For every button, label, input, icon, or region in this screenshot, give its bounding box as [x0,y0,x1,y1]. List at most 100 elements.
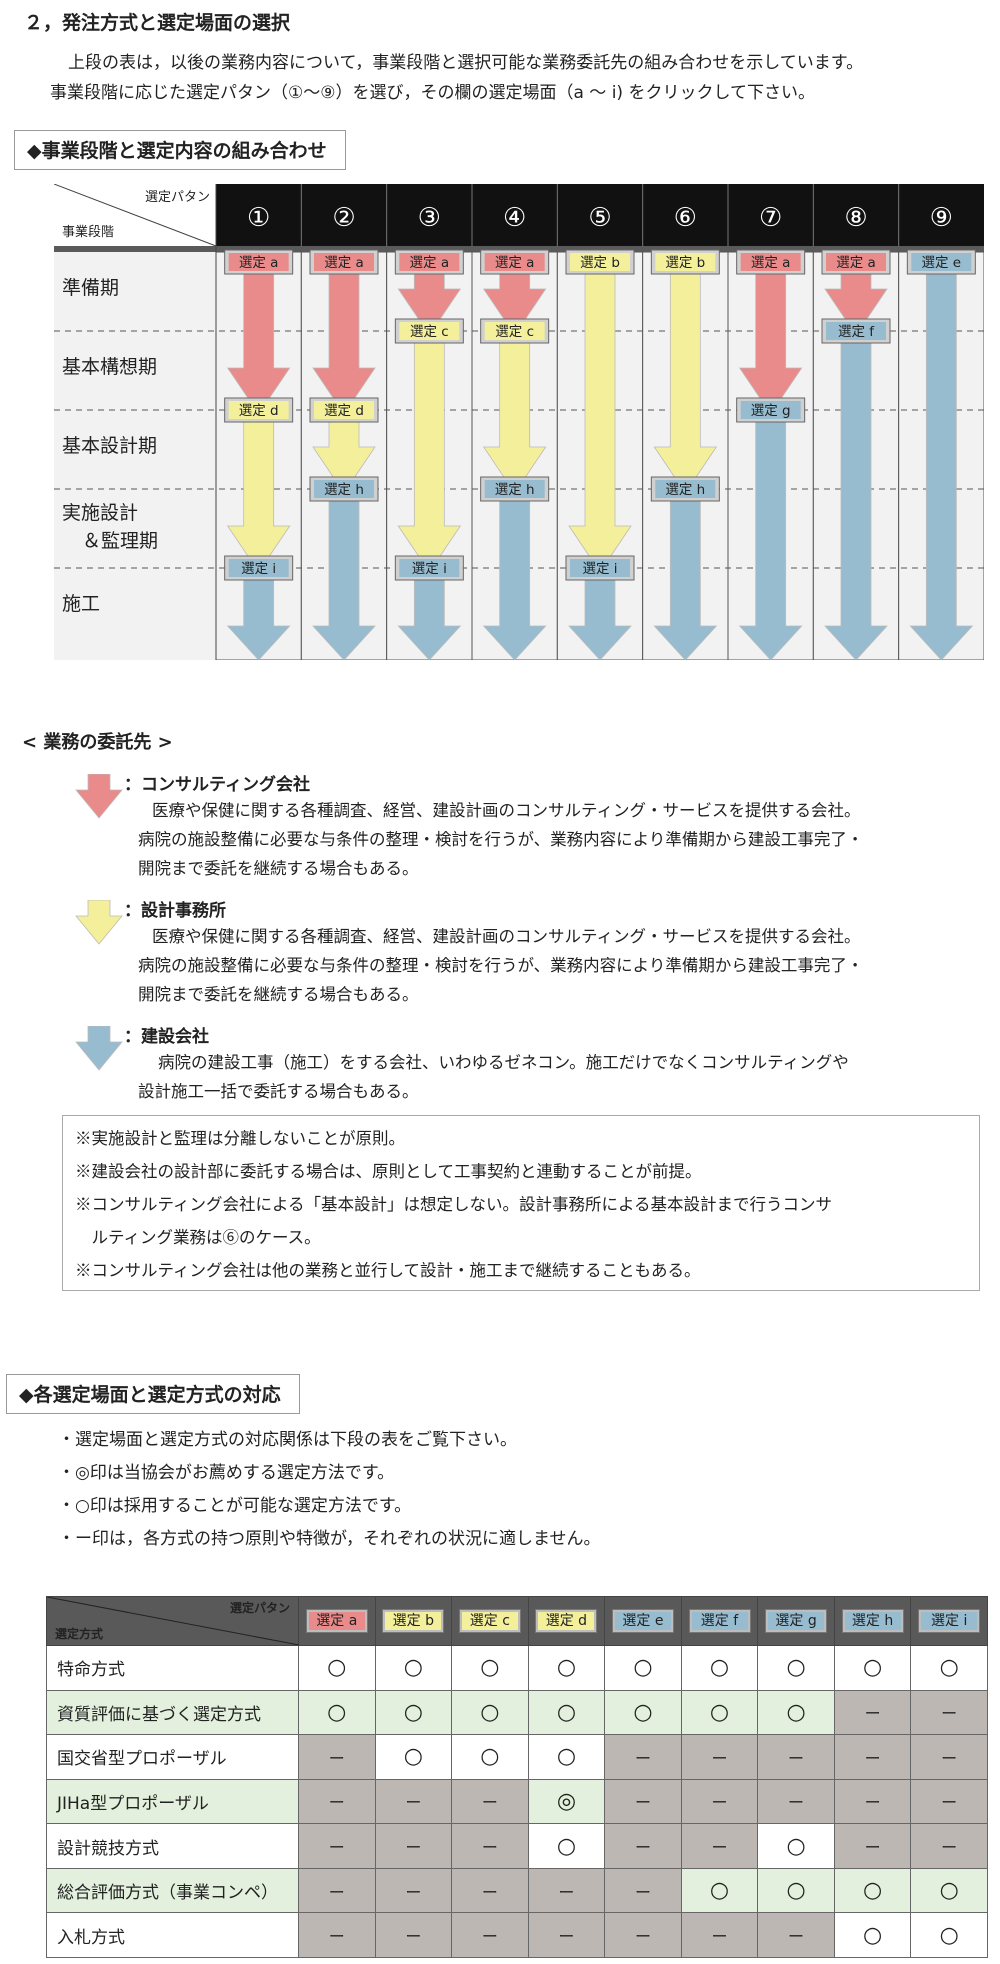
method-col-chip-選定b[interactable]: 選定 b [382,1609,445,1633]
method-mark-cell: ー [680,1912,759,1958]
svg-text:選定 g: 選定 g [751,403,791,419]
selection-chip-選定i[interactable]: 選定 i [394,555,464,581]
flow-arrow-2-2 [312,417,376,494]
svg-text:選定 i: 選定 i [412,561,447,577]
method-mark-cell: ○ [757,1867,835,1914]
selection-chip-選定h[interactable]: 選定 h [480,476,550,502]
selection-chip-選定e[interactable]: 選定 e [906,249,976,275]
selection-chip-選定h[interactable]: 選定 h [309,476,379,502]
bullet-1: ・選定場面と選定方式の対応関係は下段の表をご覧下さい。 [58,1430,517,1450]
svg-text:選定 a: 選定 a [751,255,791,271]
flow-arrow-4-2 [482,338,547,494]
method-mark-cell: ー [298,1867,376,1914]
pattern-header-1: ① [247,203,270,233]
flow-arrow-6-1 [653,267,718,494]
svg-text:選定 h: 選定 h [665,482,705,498]
pattern-header-7: ⑦ [759,203,782,233]
method-mark-cell: ー [298,1734,376,1780]
selection-chip-選定a[interactable]: 選定 a [821,249,891,275]
selection-chip-選定c[interactable]: 選定 c [480,318,550,344]
selection-chip-選定d[interactable]: 選定 d [224,397,294,423]
selection-chip-選定d[interactable]: 選定 d [309,397,379,423]
pattern-header-3: ③ [418,203,441,233]
selection-chip-選定b[interactable]: 選定 b [565,249,635,275]
svg-text:選定 b: 選定 b [665,255,705,271]
method-table: 選定パタン選定方式選定 a 選定 b 選定 c 選定 d 選定 e 選定 f 選定 g 選定 … [46,1596,988,1958]
legend-desc-design-3: 開院まで委託を継続する場合もある。 [138,985,419,1004]
method-row-label-7: 入札方式 [46,1912,299,1958]
method-mark-cell: ー [910,1823,988,1869]
stage-label-2: 基本構想期 [62,356,157,378]
method-mark-cell: ー [680,1823,759,1869]
table-row: JIHa型プロポーザルーーー◎ーーーーー [46,1778,988,1825]
flow-arrow-3-2 [397,338,462,573]
method-mark-cell: ○ [833,1912,912,1958]
pattern-header-4: ④ [503,203,526,233]
bullet-2: ・◎印は当協会がお薦めする選定方法です。 [58,1463,395,1483]
method-mark-cell: ー [298,1912,376,1958]
note-1: ※実施設計と監理は分離しないことが原則。 [75,1129,405,1148]
bullet-3: ・○印は採用することが可能な選定方法です。 [58,1496,412,1516]
svg-text:選定 f: 選定 f [838,324,875,340]
svg-text:選定 c: 選定 c [495,324,534,340]
svg-text:選定 d: 選定 d [324,403,364,419]
selection-chip-選定i[interactable]: 選定 i [224,555,294,581]
legend-name-design: ：設計事務所 [124,901,226,921]
selection-chip-選定a[interactable]: 選定 a [309,249,379,275]
legend-name-construct: ：建設会社 [124,1027,209,1047]
method-mark-cell: ー [833,1734,912,1780]
selection-chip-選定b[interactable]: 選定 b [650,249,720,275]
method-mark-cell: ー [757,1912,835,1958]
flow-arrow-1-1 [226,267,291,415]
method-table-corner: 選定パタン選定方式 [46,1596,299,1646]
selection-chip-選定a[interactable]: 選定 a [736,249,806,275]
method-col-header-8: 選定 h [833,1596,912,1646]
method-col-header-1: 選定 a [298,1596,376,1646]
method-col-chip-選定g[interactable]: 選定 g [765,1609,828,1633]
notes-box: ※実施設計と監理は分離しないことが原則。 ※建設会社の設計部に委託する場合は、原… [62,1115,980,1291]
method-col-chip-選定d[interactable]: 選定 d [535,1609,598,1633]
flow-arrow-7-2 [738,417,803,660]
method-mark-cell: ○ [298,1645,376,1691]
method-col-chip-選定f[interactable]: 選定 f [688,1609,751,1633]
pattern-header-6: ⑥ [674,203,697,233]
legend-desc-consult-1: 医療や保健に関する各種調査、経営、建設計画のコンサルティング・サービスを提供する… [152,801,861,820]
selection-chip-選定h[interactable]: 選定 h [650,476,720,502]
selection-chip-選定f[interactable]: 選定 f [821,318,891,344]
flow-arrow-7-1 [738,267,803,415]
selection-chip-選定c[interactable]: 選定 c [394,318,464,344]
table-row: 資質評価に基づく選定方式○○○○○○○ーー [46,1689,988,1736]
selection-chip-選定g[interactable]: 選定 g [736,397,806,423]
method-col-chip-選定c[interactable]: 選定 c [458,1609,521,1633]
method-mark-cell: ー [833,1823,912,1869]
method-mark-cell: ○ [604,1645,682,1691]
method-mark-cell: ー [527,1912,606,1958]
method-corner-pattern: 選定パタン [229,1601,290,1615]
method-mark-cell: ー [680,1734,759,1780]
method-mark-cell: ○ [833,1867,912,1914]
method-mark-cell: ○ [451,1689,529,1736]
selection-chip-選定a[interactable]: 選定 a [224,249,294,275]
selection-chip-選定a[interactable]: 選定 a [480,249,550,275]
method-col-chip-選定e[interactable]: 選定 e [611,1609,674,1633]
method-mark-cell: ○ [680,1689,759,1736]
method-mark-cell: ○ [374,1689,453,1736]
selection-chip-選定i[interactable]: 選定 i [565,555,635,581]
method-col-chip-選定i[interactable]: 選定 i [918,1609,981,1633]
method-col-chip-選定a[interactable]: 選定 a [305,1609,368,1633]
legend-title: < 業務の委託先 > [22,732,173,753]
svg-text:選定 h: 選定 h [324,482,364,498]
selection-chip-選定a[interactable]: 選定 a [394,249,464,275]
note-5: ※コンサルティング会社は他の業務と並行して設計・施工まで継続することもある。 [75,1261,701,1280]
method-col-chip-選定h[interactable]: 選定 h [841,1609,904,1633]
svg-text:選定 h: 選定 h [495,482,535,498]
stage-label-4: 実施設計 [62,502,138,524]
table-row: 入札方式ーーーーーーー○○ [46,1912,988,1958]
pattern-header-2: ② [332,203,355,233]
pattern-header-5: ⑤ [588,203,611,233]
method-col-header-7: 選定 g [757,1596,835,1646]
intro-text: 上段の表は，以後の業務内容について，事業段階と選択可能な業務委託先の組み合わせを… [50,48,980,108]
method-row-label-2: 資質評価に基づく選定方式 [46,1689,299,1736]
method-mark-cell: ー [910,1778,988,1825]
method-mark-cell: ○ [680,1645,759,1691]
